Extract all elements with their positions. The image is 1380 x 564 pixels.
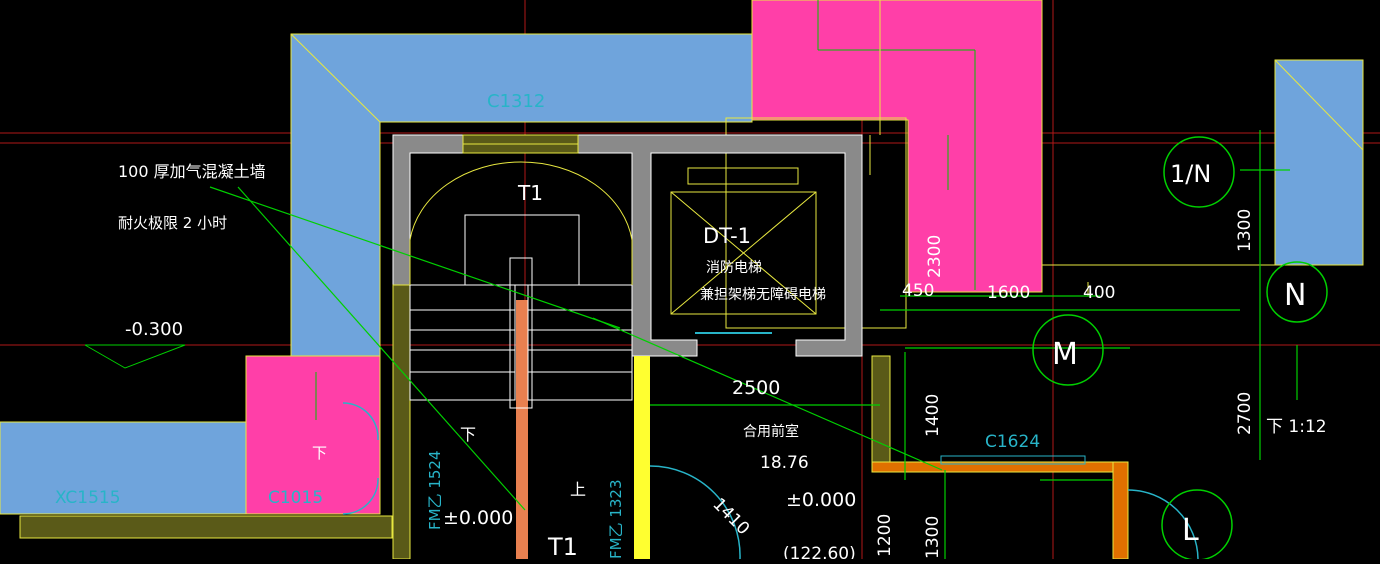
door-swings (342, 402, 1199, 560)
door-fmb: FM乙 1524 (426, 450, 444, 530)
dim-1200: 1200 (875, 514, 895, 557)
axis-m: M (1052, 337, 1078, 372)
wall-diag-right (1274, 59, 1364, 151)
level-lobby: ±0.000 (786, 489, 856, 511)
level-left: -0.300 (125, 319, 183, 340)
elevator-fire: 消防电梯 (706, 260, 762, 276)
down-left: 下 (312, 444, 327, 462)
dim-2500: 2500 (732, 377, 780, 399)
door-fmz: FM乙 1323 (607, 479, 625, 559)
window-xc1515: XC1515 (55, 488, 121, 508)
room-name: 合用前室 (743, 423, 799, 440)
dim-1300-bottom: 1300 (923, 516, 943, 559)
orange-walls (871, 461, 1129, 560)
olive-walls (19, 134, 891, 560)
stair-up: 上 (570, 480, 586, 499)
level-stair: ±0.000 (443, 507, 513, 529)
stair-treads (409, 214, 633, 409)
wall-note: 100 厚加气混凝土墙 (118, 162, 266, 181)
dim-1400: 1400 (923, 394, 943, 437)
yellow-wall-strip (634, 356, 650, 559)
dim-400: 400 (1083, 283, 1115, 303)
window-c1015: C1015 (268, 488, 323, 508)
window-c1624-mark (940, 455, 1086, 465)
leader-lines (209, 130, 1298, 559)
wall-diag (290, 33, 381, 123)
elevator-tag: DT-1 (703, 224, 751, 248)
blue-wall-regions (0, 33, 1364, 515)
window-c1312: C1312 (487, 91, 545, 112)
level-markers (84, 344, 186, 369)
dim-2300: 2300 (925, 235, 945, 278)
elevator-stretcher: 兼担架梯无障碍电梯 (700, 287, 826, 303)
stair-down: 下 (460, 425, 476, 444)
axis-l: L (1182, 513, 1199, 548)
stair-t1-top: T1 (517, 181, 543, 205)
elevator-car (670, 167, 817, 315)
fire-rating: 耐火极限 2 小时 (118, 214, 227, 232)
stair-arc (409, 161, 633, 285)
slope: 下 1:12 (1266, 417, 1327, 437)
handrail-post (516, 300, 528, 559)
magenta-hatch (315, 0, 976, 420)
window-c1624: C1624 (985, 432, 1040, 452)
grey-core-walls (392, 134, 863, 357)
dim-1600: 1600 (987, 283, 1030, 303)
partial-bottom: (122.60) (783, 544, 856, 559)
dim-450: 450 (902, 281, 934, 301)
dim-1300-right: 1300 (1235, 209, 1255, 252)
dim-2700: 2700 (1235, 392, 1255, 435)
room-area: 18.76 (760, 453, 809, 473)
magenta-regions (245, 0, 1043, 515)
axis-1n: 1/N (1170, 160, 1211, 188)
stair-t1-bottom: T1 (547, 533, 578, 559)
axis-n: N (1284, 278, 1306, 313)
